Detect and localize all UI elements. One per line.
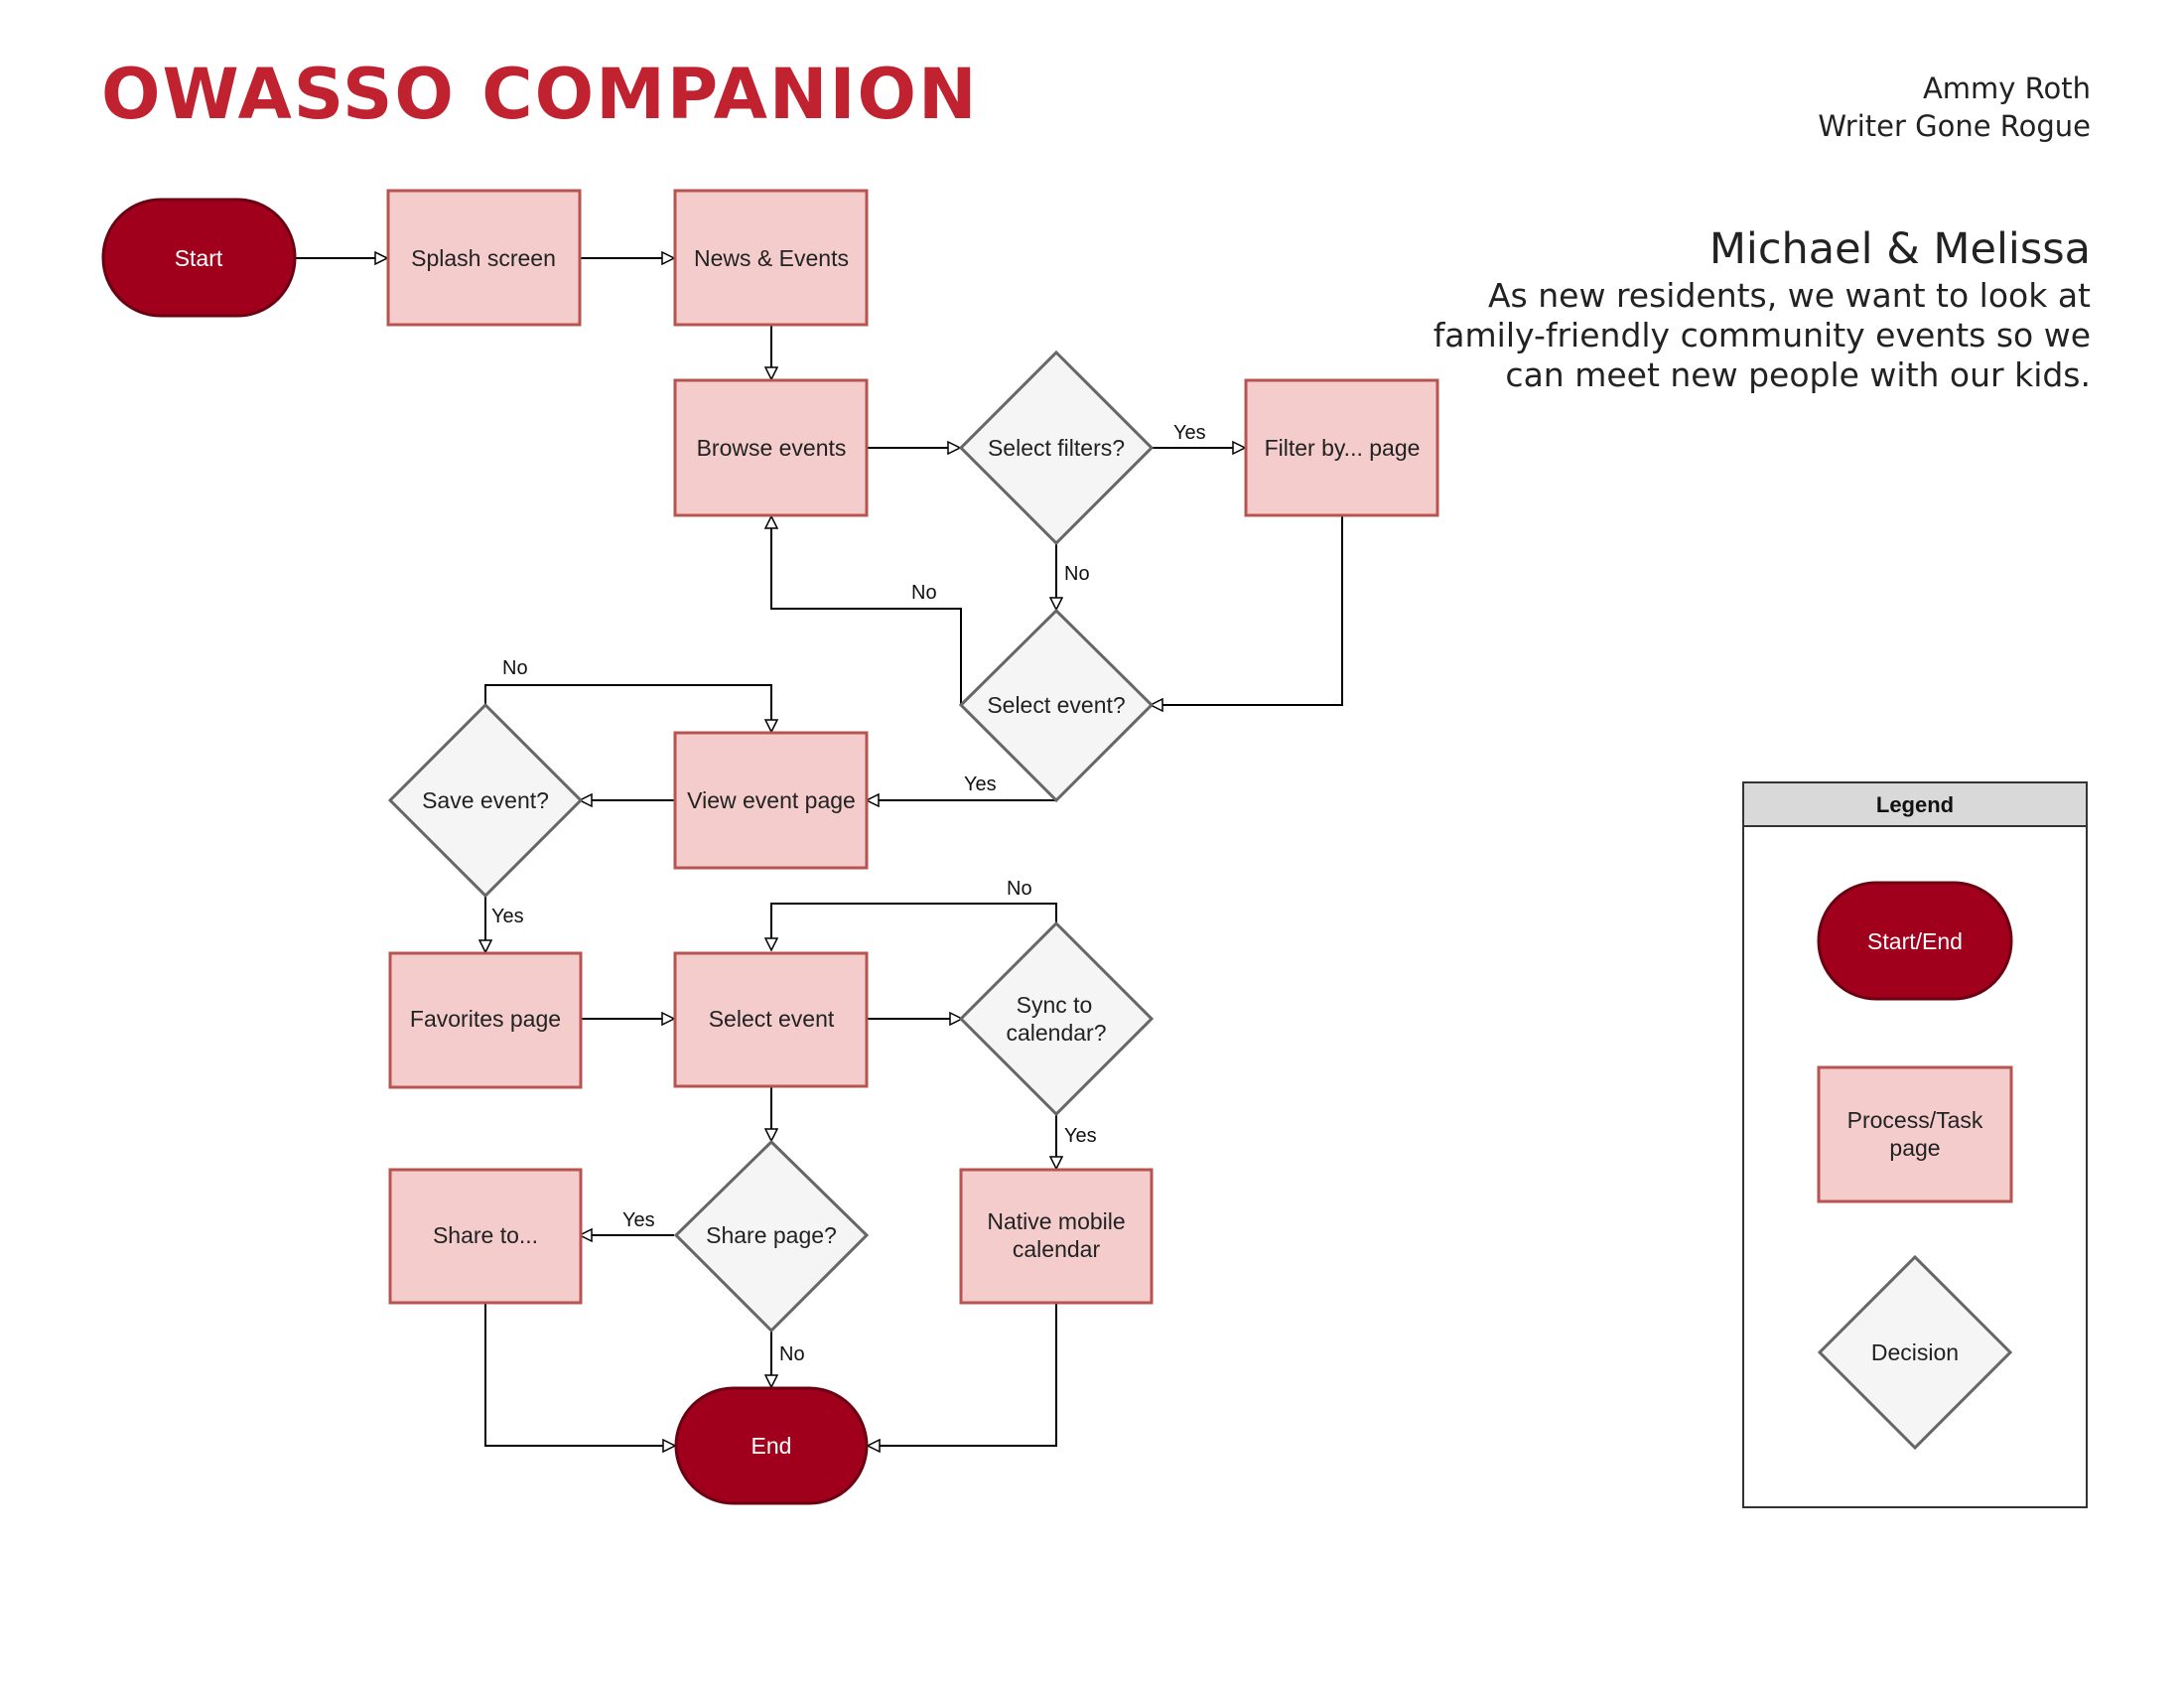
view-event-page-node: View event page (673, 731, 869, 870)
edge-label-select-yes: Yes (964, 774, 997, 795)
share-page-label: Share page? (706, 1222, 837, 1248)
persona-story-line: As new residents, we want to look at (1487, 276, 2091, 315)
news-events-node: News & Events (673, 189, 869, 327)
legend-decision-item: Decision (1817, 1254, 2013, 1451)
favorites-page-label: Favorites page (410, 1006, 561, 1032)
edge-label-share-yes: Yes (622, 1209, 655, 1231)
edge-label-share-no: No (779, 1343, 805, 1365)
edge-label-select-no: No (911, 582, 937, 604)
edge-sync-no (771, 903, 1057, 949)
select-filters-decision: Select filters? (958, 350, 1155, 546)
share-page-decision: Share page? (673, 1139, 870, 1334)
connectors (295, 258, 1343, 1446)
sync-calendar-decision: Sync to calendar? (958, 920, 1155, 1117)
select-event-node: Select event (673, 951, 869, 1088)
legend-process-label-line1: Process/Task (1847, 1107, 1983, 1133)
edge-label-save-yes: Yes (491, 906, 524, 927)
browse-events-node: Browse events (673, 378, 869, 517)
share-to-label: Share to... (433, 1222, 538, 1248)
edge-labels: Yes No No Yes No Yes No Yes Yes No (491, 422, 1206, 1365)
edge-shareto-end (484, 1303, 674, 1446)
page-title: OWASSO COMPANION (101, 54, 979, 135)
edge-save-no (484, 684, 771, 731)
filter-by-page-label: Filter by... page (1265, 435, 1421, 461)
select-event-q-label: Select event? (987, 692, 1125, 718)
sync-calendar-label-line2: calendar? (1006, 1020, 1106, 1046)
edge-label-sync-no: No (1007, 878, 1032, 900)
legend-title: Legend (1876, 792, 1954, 817)
select-event-label: Select event (709, 1006, 835, 1032)
legend-process-item: Process/Task page (1817, 1065, 2013, 1203)
end-terminal: End (674, 1386, 869, 1505)
save-event-decision: Save event? (387, 702, 584, 899)
select-event-decision: Select event? (958, 608, 1155, 803)
save-event-label: Save event? (422, 787, 549, 813)
author-name: Ammy Roth (1922, 71, 2091, 105)
edge-select-no (771, 517, 962, 705)
persona-name: Michael & Melissa (1708, 224, 2091, 274)
filter-by-page-node: Filter by... page (1244, 378, 1439, 517)
legend-decision-label: Decision (1871, 1339, 1959, 1365)
share-to-node: Share to... (388, 1168, 583, 1305)
legend: Legend Start/End Process/Task page Decis… (1742, 781, 2088, 1508)
end-label: End (751, 1433, 792, 1459)
edge-label-filters-no: No (1064, 563, 1090, 585)
persona-story-line: family-friendly community events so we (1433, 316, 2091, 354)
splash-screen-label: Splash screen (411, 245, 556, 271)
edge-nativecal-end (869, 1303, 1057, 1446)
author-organization: Writer Gone Rogue (1818, 109, 2091, 143)
legend-process-label-line2: page (1889, 1135, 1940, 1161)
edge-label-save-no: No (502, 657, 528, 679)
native-calendar-node: Native mobile calendar (959, 1168, 1154, 1305)
edge-label-filters-yes: Yes (1173, 422, 1206, 444)
browse-events-label: Browse events (697, 435, 847, 461)
start-label: Start (175, 245, 223, 271)
native-calendar-label-line2: calendar (1013, 1236, 1101, 1262)
splash-screen-node: Splash screen (386, 189, 582, 327)
legend-terminal-label: Start/End (1867, 928, 1963, 954)
nodes: Start Splash screen News & Events Browse… (101, 189, 1439, 1505)
legend-terminal-item: Start/End (1817, 881, 2013, 1001)
persona-story-line: can meet new people with our kids. (1505, 355, 2091, 394)
sync-calendar-label-line1: Sync to (1017, 992, 1093, 1018)
edge-filterpage-select (1152, 515, 1343, 705)
start-terminal: Start (101, 198, 297, 318)
native-calendar-label-line1: Native mobile (987, 1208, 1125, 1234)
select-filters-label: Select filters? (988, 435, 1125, 461)
news-events-label: News & Events (694, 245, 849, 271)
view-event-page-label: View event page (687, 787, 856, 813)
favorites-page-node: Favorites page (388, 951, 583, 1089)
edge-label-sync-yes: Yes (1064, 1125, 1097, 1147)
